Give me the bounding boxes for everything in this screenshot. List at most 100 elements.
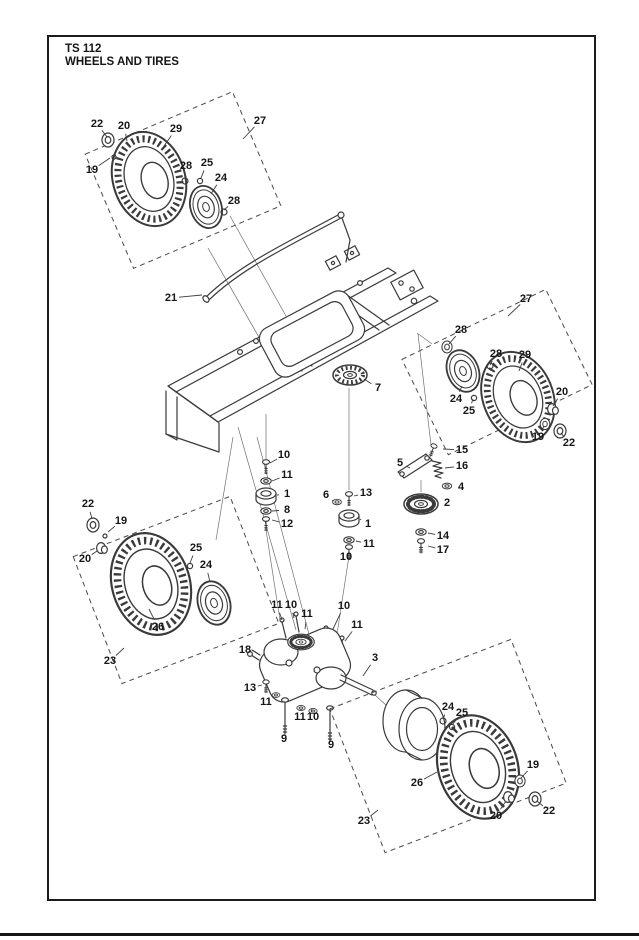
leader-line [363,378,372,385]
part-label-5: 5 [397,457,403,469]
pulley-7 [331,363,369,387]
leader-line [271,519,280,523]
nut-25-icon [196,177,204,185]
washer-22-icon [528,791,542,807]
bolt-10-icon [261,459,271,475]
washer-4-icon [441,482,453,490]
leader-line [98,157,111,166]
page-border [47,35,596,901]
part-label-11: 11 [363,538,375,550]
transaxle [247,611,377,742]
leader-line [223,206,229,211]
part-label-15: 15 [456,444,468,456]
leader-line [442,448,455,451]
part-label-25: 25 [463,405,475,417]
part-label-24: 24 [450,393,463,405]
idler-assembly [397,442,453,554]
part-label-2: 2 [444,497,450,509]
washer-19-icon [514,774,526,788]
nut-25-icon [186,562,194,570]
part-label-22: 22 [82,498,94,510]
washer-22-icon [86,517,100,533]
part-label-28: 28 [490,348,502,360]
leader-line [518,362,523,372]
leader-line [310,709,313,713]
leader-line [362,664,371,677]
page-title-section: WHEELS AND TIRES [65,56,179,68]
part-label-10: 10 [285,599,297,611]
part-label-26: 26 [152,621,164,633]
part-label-11: 11 [260,696,272,708]
part-label-14: 14 [437,530,450,542]
rim-24-icon [183,181,229,233]
rim-drum-icon [382,689,446,761]
leader-line [406,466,411,469]
washer-11-icon [343,536,355,544]
rim-24-icon [191,576,237,630]
part-label-9: 9 [281,733,287,745]
part-label-24: 24 [442,701,455,713]
part-label-10: 10 [307,711,319,723]
nut-25-icon [470,394,478,402]
leader-line [331,499,334,502]
part-label-11: 11 [271,599,283,611]
washer-22-icon [553,423,567,439]
bolt-13-icon [344,491,354,507]
leader-line [442,714,446,720]
part-label-22: 22 [543,805,555,817]
leader-line [500,800,507,810]
part-label-13: 13 [244,682,256,694]
washer-19-icon [539,417,551,431]
part-label-25: 25 [456,707,468,719]
leader-line [520,770,528,779]
wheel-assembly-drive-right [329,638,567,854]
part-label-24: 24 [215,172,228,184]
washer-14-icon [415,528,427,536]
part-label-17: 17 [437,544,449,556]
leader-line [355,540,362,543]
bolt-15-icon [426,442,439,458]
part-label-20: 20 [556,386,568,398]
washer-22-icon [101,132,115,148]
leader-line [292,612,295,619]
part-label-10: 10 [278,449,290,461]
axle-3-icon [339,674,374,696]
part-label-23: 23 [104,655,116,667]
leader-line [471,398,474,404]
leader-line [115,647,125,656]
page-title-model: TS 112 [65,43,101,55]
leader-line [560,432,565,438]
part-label-10: 10 [338,600,350,612]
valve-19-icon [111,154,117,160]
part-label-23: 23 [358,815,370,827]
leader-line [458,385,463,392]
washer-8-icon [260,507,272,515]
part-label-16: 16 [456,460,468,472]
leader-line [541,425,545,431]
leader-line [207,572,211,583]
leader-line [423,771,438,780]
part-label-19: 19 [86,164,98,176]
leader-line [427,545,436,549]
spring-16-icon [431,460,444,479]
assembly-box-front-left [84,91,282,269]
chassis-frame [165,245,439,453]
assembly-box-rear-left [72,495,280,685]
part-label-12: 12 [281,518,293,530]
leader-line [271,477,280,482]
leader-line [332,613,341,630]
washer-11-icon [260,477,272,485]
leader-line [269,458,278,464]
footer-rule [0,933,639,936]
leader-line [370,809,379,817]
part-label-29: 29 [519,349,531,361]
part-label-7: 7 [375,382,381,394]
part-label-24: 24 [200,559,213,571]
leader-line [257,684,263,687]
bolt-28-icon [486,362,494,370]
leader-line [353,494,359,497]
leader-line [125,133,128,142]
leader-line [91,550,98,555]
